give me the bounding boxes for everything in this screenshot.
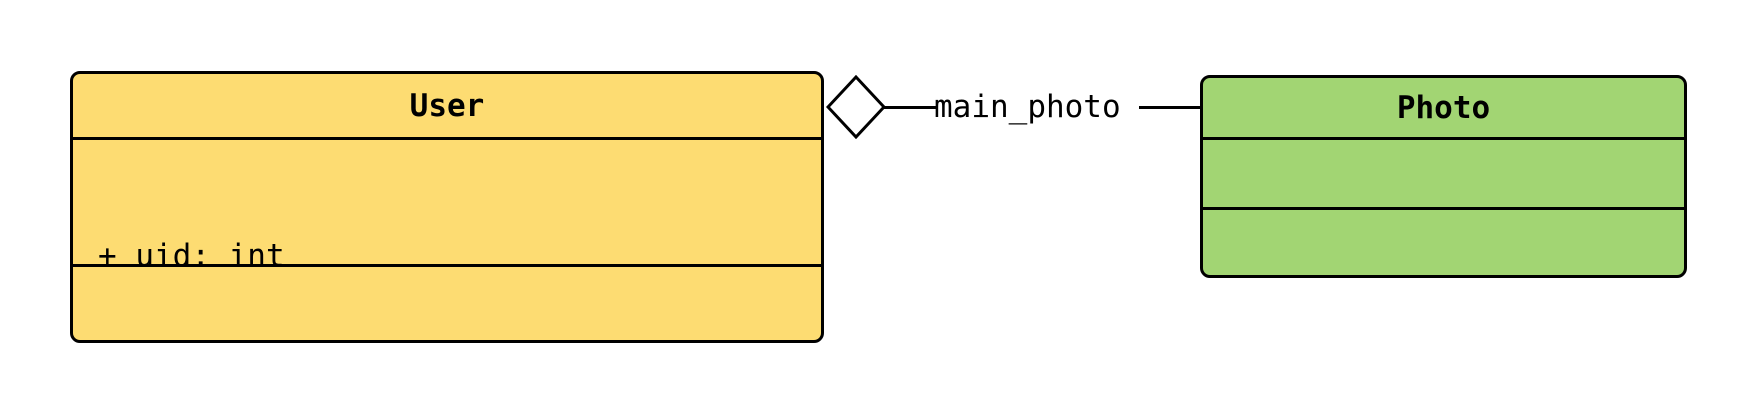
class-box-photo: Photo (1200, 75, 1687, 278)
class-title-photo: Photo (1396, 89, 1491, 126)
user-attributes-compartment: + uid: int + main_photo: Photo (73, 137, 821, 274)
class-box-user: User + uid: int + main_photo: Photo + __… (70, 71, 824, 343)
relationship-line-left (884, 106, 936, 109)
relationship-line-right (1139, 106, 1200, 109)
aggregation-diamond-icon (826, 75, 886, 139)
relationship-label: main_photo (934, 89, 1121, 125)
class-title-user: User (409, 87, 485, 124)
photo-attributes-compartment (1203, 137, 1684, 207)
user-methods-compartment: + __init__(uid, main_photo): None (73, 264, 821, 340)
photo-methods-compartment (1203, 207, 1684, 275)
